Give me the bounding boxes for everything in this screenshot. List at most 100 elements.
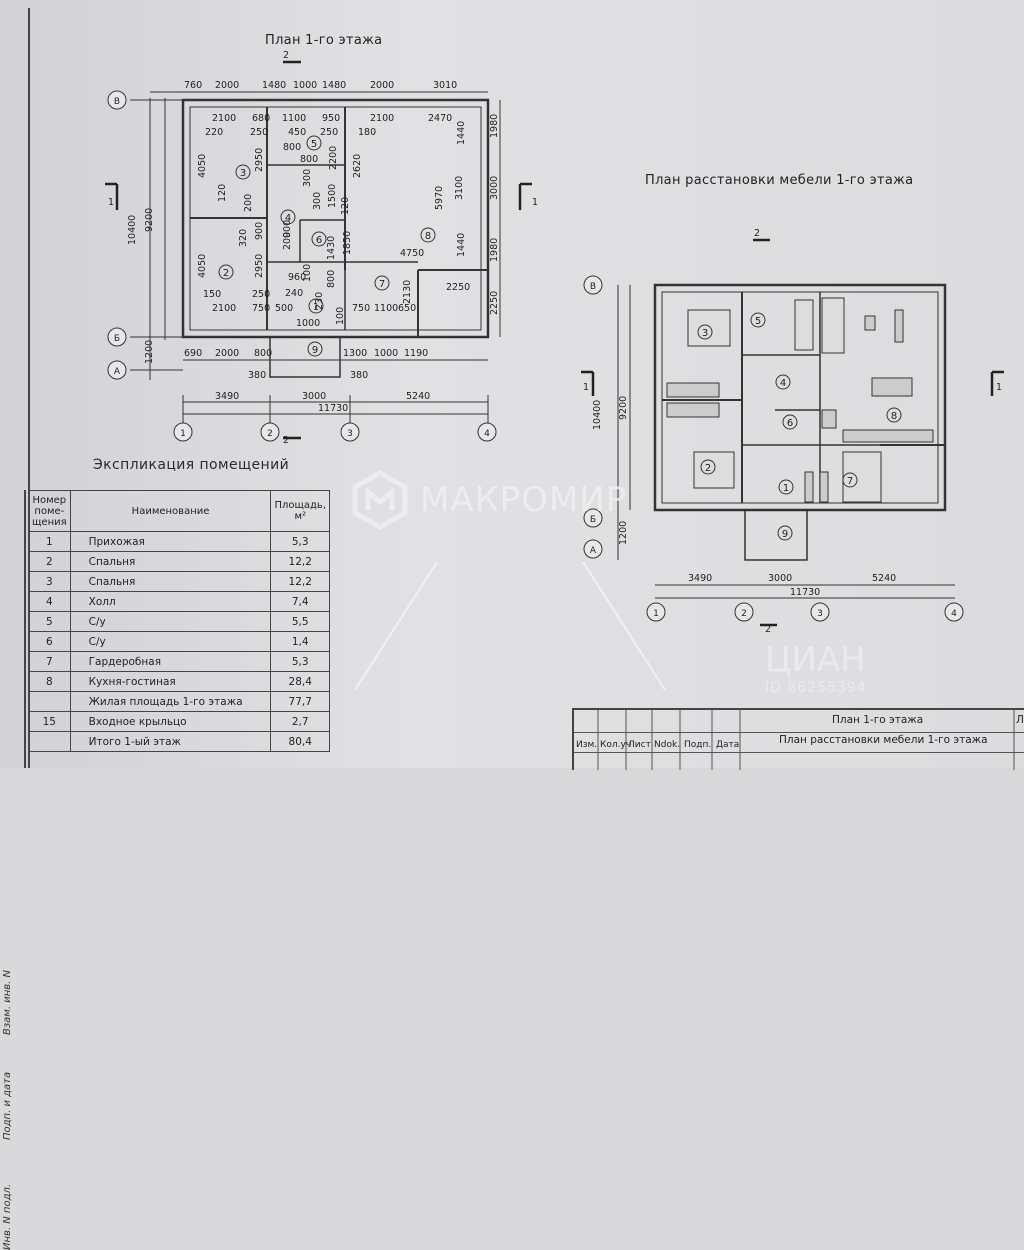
- room-number: 3: [240, 168, 246, 179]
- floor-plan-drawing: 760 2000 1480 1000 1480 2000 3010 2100 6…: [105, 50, 1004, 691]
- dim-label: 800: [283, 142, 301, 153]
- stamp-label: Ndok.: [654, 740, 681, 750]
- axis-label: Б: [114, 334, 120, 344]
- dim-label: 1440: [456, 121, 467, 145]
- dim-label: 900: [254, 222, 265, 240]
- explication-title: Экспликация помещений: [93, 457, 290, 473]
- dim-label: 11730: [318, 403, 348, 414]
- axis-label: В: [114, 97, 120, 107]
- section-mark: 2: [765, 624, 771, 635]
- dim-label: 1480: [262, 80, 286, 91]
- dim-label: 2250: [489, 291, 500, 315]
- room-number: 8: [891, 411, 897, 422]
- dim-label: 250: [320, 127, 338, 138]
- stamp-label: Изм.: [576, 740, 598, 750]
- section-mark: 1: [583, 382, 589, 393]
- section-mark: 2: [754, 228, 760, 239]
- dim-label: 2000: [370, 80, 394, 91]
- dim-label: 2200: [328, 146, 339, 170]
- plan2-title: План расстановки мебели 1-го этажа: [645, 173, 914, 188]
- axis-label: 2: [741, 609, 747, 619]
- col-header-name: Наименование: [69, 490, 272, 532]
- dim-label: 3000: [768, 573, 792, 584]
- dim-label: 650: [398, 303, 416, 314]
- axis-label: 4: [484, 429, 490, 439]
- side-title-strip: Инв. N подл. Подп. и дата Взам. инв. N: [0, 490, 26, 1250]
- axis-label: 1: [653, 609, 659, 619]
- dim-label: 750: [352, 303, 370, 314]
- cian-listing-id: ID 86255394: [765, 680, 867, 696]
- stamp-label: Лист: [628, 740, 651, 750]
- room-number: 9: [312, 345, 318, 356]
- plan1-title: План 1-го этажа: [265, 33, 383, 48]
- dim-label: 300: [312, 192, 323, 210]
- dim-label: 300: [302, 169, 313, 187]
- dim-label: 1200: [618, 521, 629, 545]
- dim-label: 3000: [489, 176, 500, 200]
- dim-label: 10400: [127, 215, 138, 245]
- room-number: 4: [780, 378, 786, 389]
- dim-label: 900: [282, 220, 293, 238]
- cian-watermark: ЦИАН ID 86255394: [765, 640, 867, 696]
- cian-brand: ЦИАН: [765, 640, 866, 680]
- dim-label: 120: [217, 184, 228, 202]
- dim-label: 2000: [215, 80, 239, 91]
- axis-label: 3: [817, 609, 823, 619]
- dim-label: 3490: [215, 391, 239, 402]
- dim-label: 690: [184, 348, 202, 359]
- dim-label: 3000: [302, 391, 326, 402]
- room-number: 2: [223, 268, 229, 279]
- dim-label: 9200: [144, 208, 155, 232]
- room-number: 4: [285, 213, 291, 224]
- room-number: 3: [702, 328, 708, 339]
- dim-label: 4050: [197, 254, 208, 278]
- dim-label: 120: [340, 197, 351, 215]
- dim-label: 1300: [343, 348, 367, 359]
- section-mark: 1: [532, 197, 538, 208]
- axis-label: А: [114, 367, 121, 377]
- title-block-grid: [597, 710, 1015, 770]
- dim-label: 950: [322, 113, 340, 124]
- room-number: 5: [755, 316, 761, 327]
- dim-label: 2250: [446, 282, 470, 293]
- dim-label: 5970: [434, 186, 445, 210]
- dim-label: 250: [250, 127, 268, 138]
- explication-table: Номер поме- щения Наименование Площадь, …: [28, 490, 330, 752]
- dim-label: 960: [288, 272, 306, 283]
- dim-label: 200: [282, 232, 293, 250]
- room-number: 7: [847, 476, 853, 487]
- dim-label: 760: [184, 80, 202, 91]
- dim-label: 200: [243, 194, 254, 212]
- dim-label: 3100: [454, 176, 465, 200]
- dim-label: 5240: [406, 391, 430, 402]
- room-number: 1: [313, 302, 319, 313]
- room-number: 9: [782, 529, 788, 540]
- stamp-label: Кол.уч: [600, 740, 632, 750]
- room-number: 2: [705, 463, 711, 474]
- dim-label: 750: [252, 303, 270, 314]
- axis-label: 4: [951, 609, 957, 619]
- dim-label: 800: [300, 154, 318, 165]
- dim-label: 2100: [212, 113, 236, 124]
- dim-label: 1480: [322, 80, 346, 91]
- dim-label: 180: [358, 127, 376, 138]
- dim-label: 450: [288, 127, 306, 138]
- dim-label: 800: [254, 348, 272, 359]
- dim-label: 250: [252, 289, 270, 300]
- dim-label: 2130: [402, 280, 413, 304]
- dim-label: 380: [248, 370, 266, 381]
- section-mark: 1: [996, 382, 1002, 393]
- drawing-frame: [28, 8, 1024, 768]
- room-number: 7: [379, 279, 385, 290]
- dim-label: 1850: [342, 231, 353, 255]
- dim-label: 100: [335, 307, 346, 325]
- section-mark: 2: [283, 50, 289, 61]
